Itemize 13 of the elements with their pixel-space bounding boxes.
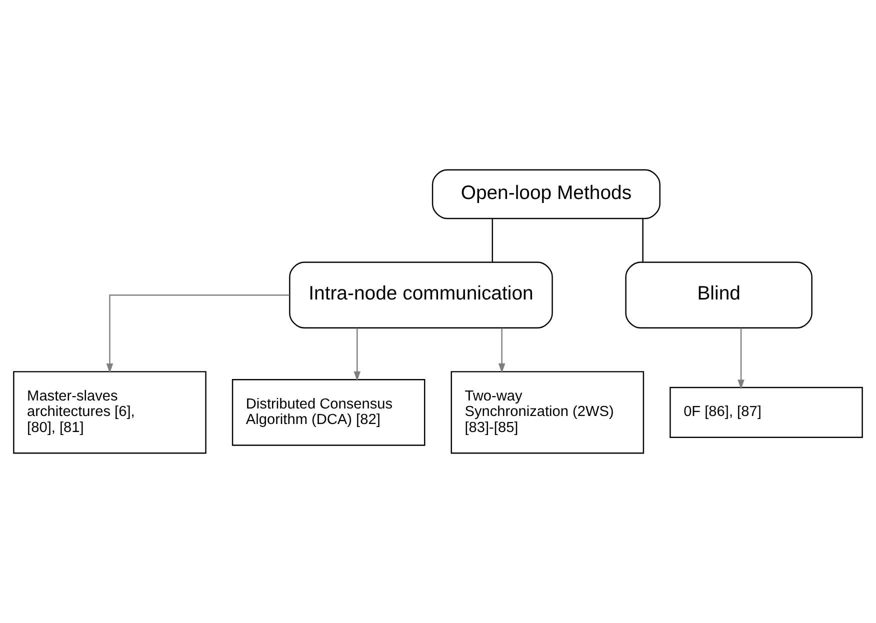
arrow xyxy=(354,328,361,382)
node-box: Distributed Consensus Algorithm (DCA) [82] xyxy=(232,378,426,446)
node-box: Blind xyxy=(625,262,812,329)
node-box: Two-way Synchronization (2WS) [83]-[85] xyxy=(450,371,644,454)
node-box: Intra-node communication xyxy=(289,262,553,329)
arrow xyxy=(106,294,290,374)
node-box: 0F [86], [87] xyxy=(670,386,863,438)
connector xyxy=(492,218,494,262)
arrow xyxy=(498,328,506,374)
node-box: Open-loop Methods xyxy=(432,169,660,220)
connector xyxy=(642,218,644,262)
arrow xyxy=(738,328,744,390)
node-box: Master-slaves architectures [6], [80], [81] xyxy=(13,371,206,454)
